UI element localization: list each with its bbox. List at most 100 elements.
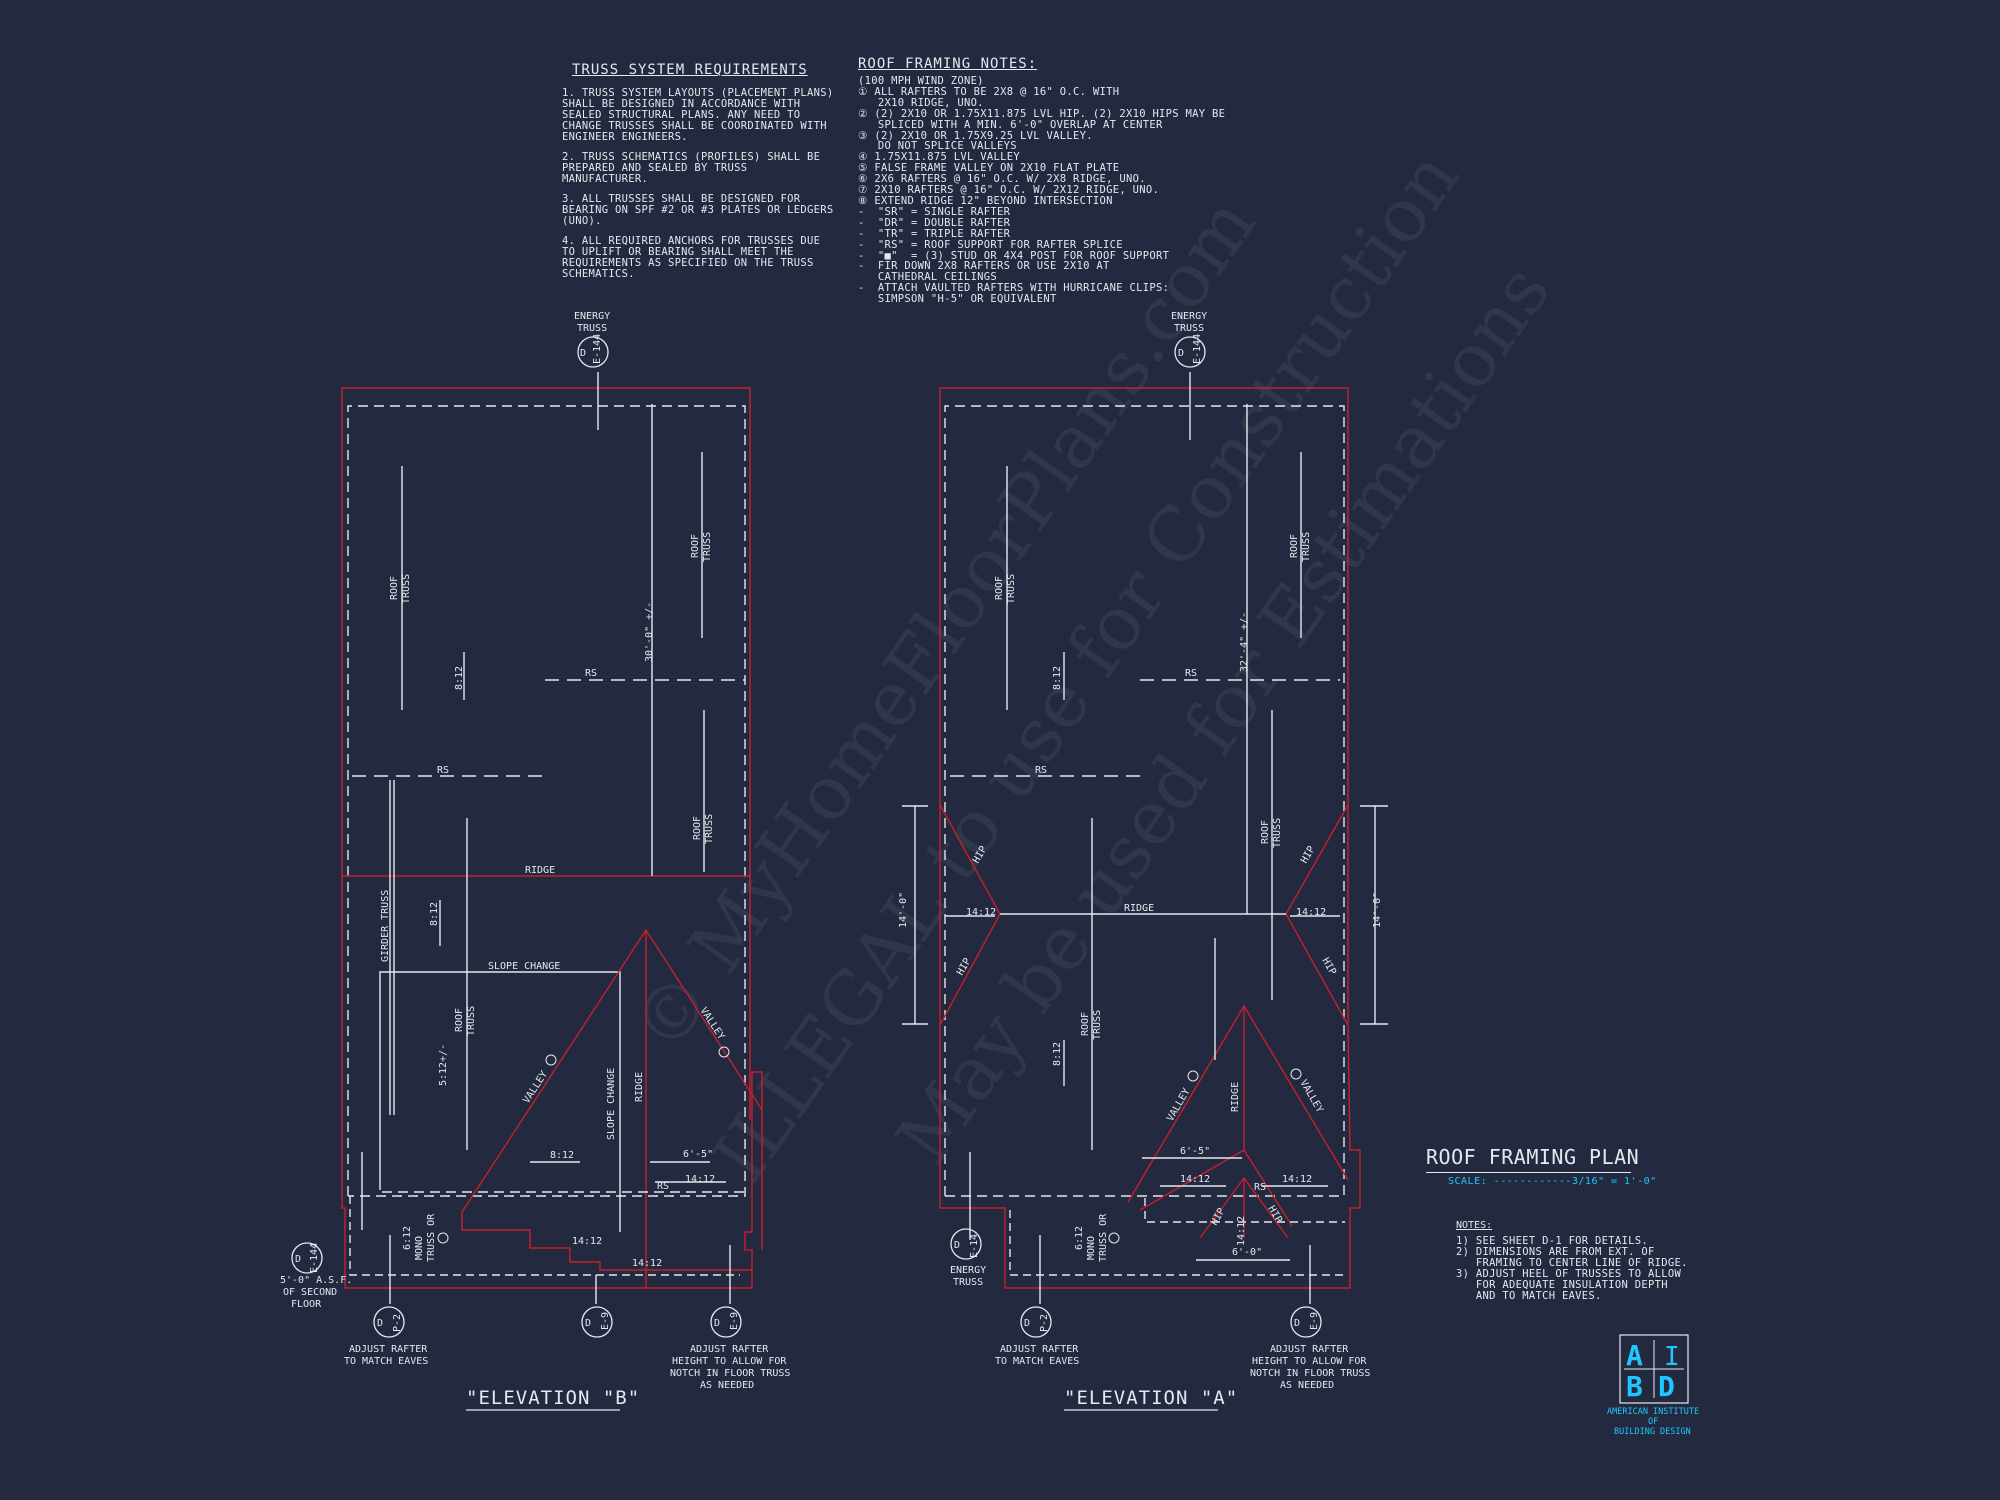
elev-b-roof-truss-3b: TRUSS	[704, 814, 715, 844]
elev-a-pitch-1412-1: 14:12	[966, 907, 996, 918]
elev-a-energy-tag-d: D	[1178, 348, 1184, 359]
elev-b-steps-dashed	[349, 1196, 740, 1276]
elevation-b-plan	[341, 372, 763, 1304]
elev-b-roof-truss-1b: TRUSS	[401, 574, 412, 604]
elev-b-markers: D E-144 ENERGY TRUSS D E-144 5'-0" A.S.F…	[280, 311, 790, 1391]
elev-a-dim-32: 32'-4" +/-	[1239, 612, 1250, 672]
elev-a-roof-truss-3b: TRUSS	[1272, 818, 1283, 848]
elev-a-mono-mark	[1108, 1232, 1120, 1244]
elev-b-height-4: AS NEEDED	[700, 1380, 754, 1391]
elev-b-girder-label: GIRDER TRUSS	[380, 890, 391, 962]
elev-a-title: "ELEVATION "A"	[1064, 1387, 1238, 1409]
elev-b-roof-truss-1a: ROOF	[389, 576, 400, 600]
roof-framing-note-11: ⑦ 2x10 RAFTERS @ 16" O.C. W/ 2x12 RIDGE,…	[858, 184, 1160, 197]
elev-b-title: "ELEVATION "B"	[466, 1387, 640, 1409]
elev-b-outline	[341, 387, 763, 1289]
elev-a-bottom-tag-d: D	[954, 1240, 960, 1251]
elev-b-pitch-812-1: 8:12	[454, 666, 465, 690]
elev-b-dim-65-label: 6'-5"	[683, 1149, 713, 1160]
roof-framing-note-14: - "DR" = DOUBLE RAFTER	[858, 216, 1011, 229]
roof-framing-note-6: ③ (2) 2x10 OR 1.75x9.25 LVL VALLEY.	[858, 129, 1093, 142]
truss-req-item-1: 1. TRUSS SYSTEM LAYOUTS (PLACEMENT PLANS…	[562, 87, 834, 143]
elev-b-height-tag-d: D	[714, 1318, 720, 1329]
truss-requirements-title: TRUSS SYSTEM REQUIREMENTS	[572, 62, 808, 78]
elev-a-energy-tag-e: E-144	[1192, 334, 1203, 364]
roof-framing-note-1: (100 MPH WIND ZONE)	[858, 75, 984, 87]
elev-a-ridge-label: RIDGE	[1124, 903, 1154, 914]
roof-framing-note-19: CATHEDRAL CEILINGS	[858, 271, 998, 284]
elev-b-slope-change-vertical: SLOPE CHANGE	[606, 1068, 617, 1140]
plan-scale: SCALE: ------------3/16" = 1'-0"	[1448, 1176, 1657, 1187]
roof-framing-notes: ROOF FRAMING NOTES: (100 MPH WIND ZONE)①…	[858, 56, 1225, 305]
roof-framing-note-3: 2x10 RIDGE, UNO.	[858, 96, 984, 109]
elev-b-wall-line	[347, 405, 746, 1197]
roof-framing-note-13: - "SR" = SINGLE RAFTER	[858, 205, 1011, 218]
elev-a-dim-60-label: 6'-0"	[1232, 1247, 1262, 1258]
elev-a-bottom-energy-1: ENERGY	[950, 1265, 986, 1276]
side-note-3: FRAMING TO CENTER LINE OF RIDGE.	[1456, 1256, 1688, 1269]
elev-b-labels: ROOF TRUSS ROOF TRUSS ROOF TRUSS ROOF TR…	[380, 532, 730, 1411]
elev-b-eaves-1: ADJUST RAFTER	[349, 1344, 428, 1355]
elev-b-rs-3: RS	[657, 1181, 669, 1192]
elev-a-valley-left: VALLEY	[1165, 1087, 1193, 1124]
logo-org-3: BUILDING DESIGN	[1614, 1427, 1691, 1437]
side-notes-list: 1) SEE SHEET D-1 FOR DETAILS.2) DIMENSIO…	[1456, 1236, 1688, 1301]
elev-b-e9-marker	[581, 1306, 613, 1338]
elev-b-height-2: HEIGHT TO ALLOW FOR	[672, 1356, 787, 1367]
watermark: © MyHomeFloorPlans.com ILLEGAL to use fo…	[617, 136, 1567, 1197]
elev-a-roof-truss-4b: TRUSS	[1092, 1010, 1103, 1040]
plan-title-underline	[1426, 1172, 1631, 1173]
elev-a-hip-label-4: HIP	[1319, 956, 1338, 977]
elev-b-height-1: ADJUST RAFTER	[690, 1344, 769, 1355]
truss-req-item-2: 2. TRUSS SCHEMATICS (PROFILES) SHALL BE …	[562, 151, 821, 185]
elev-b-rs-1: RS	[585, 668, 597, 679]
logo-letter-b: B	[1626, 1370, 1643, 1403]
roof-framing-note-8: ④ 1.75x11.875 LVL VALLEY	[858, 151, 1021, 164]
side-notes-title: NOTES:	[1456, 1220, 1493, 1231]
elev-b-p2-tag: P-2	[392, 1314, 403, 1332]
elev-b-valley-mark-2	[718, 1046, 730, 1058]
elev-a-p2-marker	[1020, 1306, 1052, 1338]
elev-a-pitch-1412-4: 14:12	[1282, 1174, 1312, 1185]
elev-a-rs-1: RS	[1185, 668, 1197, 679]
elev-b-e9-tag: E-9	[600, 1312, 611, 1330]
elev-a-roof-truss-2b: TRUSS	[1301, 532, 1312, 562]
elev-a-pitch-1412-3: 14:12	[1180, 1174, 1210, 1185]
roof-framing-note-12: ⑧ EXTEND RIDGE 12" BEYOND INTERSECTION	[858, 194, 1113, 207]
elevation-a-plan	[902, 372, 1388, 1304]
elev-a-dim-65-label: 6'-5"	[1180, 1146, 1210, 1157]
elev-a-height-tag-e: E-9	[1309, 1312, 1320, 1330]
elev-a-pitch-612: 6:12	[1074, 1226, 1085, 1250]
elev-a-pitch-812-1: 8:12	[1052, 666, 1063, 690]
roof-framing-note-10: ⑥ 2x6 RAFTERS @ 16" O.C. W/ 2x8 RIDGE, U…	[858, 173, 1146, 186]
elev-b-asf-1: 5'-0" A.S.F.	[280, 1275, 352, 1286]
elev-b-height-marker	[710, 1306, 742, 1338]
roof-framing-note-17: - "■" = (3) STUD OR 4x4 POST FOR ROOF SU…	[858, 249, 1170, 262]
elev-b-asf-3: FLOOR	[291, 1299, 322, 1310]
plan-title: ROOF FRAMING PLAN	[1426, 1145, 1640, 1169]
elev-b-pitch-612: 6:12	[402, 1226, 413, 1250]
roof-framing-note-15: - "TR" = TRIPLE RAFTER	[858, 227, 1011, 240]
logo-org-1: AMERICAN INSTITUTE	[1607, 1407, 1699, 1417]
elev-b-eaves-2: TO MATCH EAVES	[344, 1356, 428, 1367]
elev-b-energy-label-2: TRUSS	[577, 323, 607, 334]
abd-logo: A I B D AMERICAN INSTITUTE OF BUILDING D…	[1607, 1334, 1699, 1437]
elev-b-energy-label-1: ENERGY	[574, 311, 610, 322]
elev-b-pitch-812-2: 8:12	[429, 902, 440, 926]
elev-a-dim-14-right: 14'-0"	[1372, 892, 1383, 928]
elev-b-asf-marker	[291, 1242, 323, 1274]
elev-a-height-4: AS NEEDED	[1280, 1380, 1334, 1391]
elev-a-p2-tag: P-2	[1039, 1314, 1050, 1332]
elev-b-roof-truss-3a: ROOF	[692, 816, 703, 840]
elev-b-energy-tag-d: D	[580, 348, 586, 359]
elev-a-bottom-tag-e: E-14	[969, 1234, 980, 1258]
elev-b-roof-truss-4a: ROOF	[454, 1008, 465, 1032]
elev-b-inner-ridge-label: RIDGE	[634, 1072, 645, 1102]
elev-a-mono-1: MONO	[1086, 1236, 1097, 1260]
logo-letter-i: I	[1664, 1342, 1680, 1372]
logo-letter-d: D	[1658, 1370, 1675, 1403]
logo-frame	[1619, 1334, 1689, 1404]
elev-b-energy-tag-e: E-144	[592, 334, 603, 364]
side-note-4: 3) ADJUST HEEL OF TRUSSES TO ALLOW	[1456, 1267, 1682, 1280]
elev-a-eaves-1: ADJUST RAFTER	[1000, 1344, 1079, 1355]
